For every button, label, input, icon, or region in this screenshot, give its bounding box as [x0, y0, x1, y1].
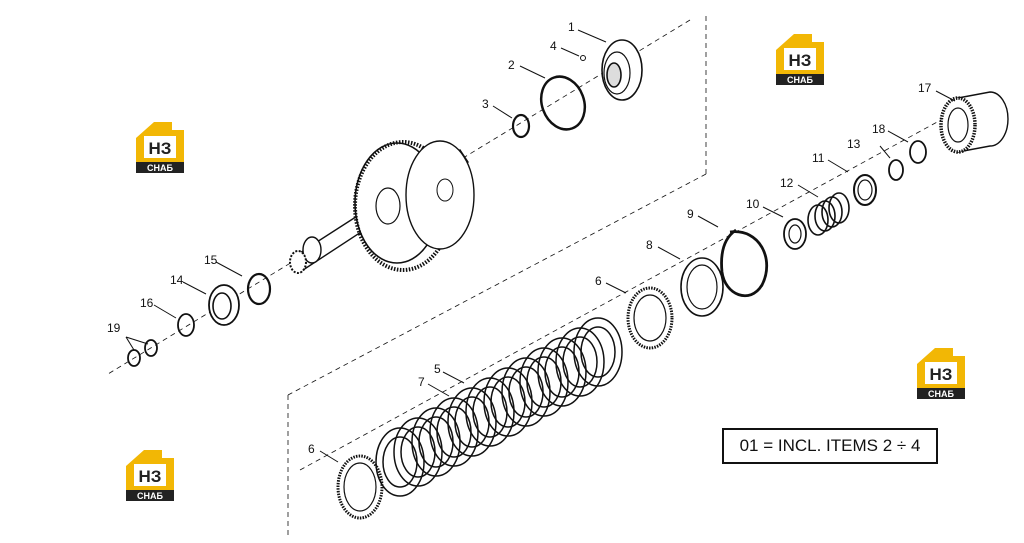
callout-8: 8 — [646, 238, 653, 252]
logo-top-text: НЗ — [930, 365, 953, 384]
note-box: 01 = INCL. ITEMS 2 ÷ 4 — [722, 428, 938, 464]
logo-bottom-text: СНАБ — [928, 389, 954, 399]
part-disc-6-upper — [626, 286, 674, 350]
part-washer-8 — [680, 257, 724, 317]
callout-5: 5 — [434, 362, 441, 376]
part-sleeve-17 — [939, 91, 1009, 154]
callout-15: 15 — [204, 253, 218, 267]
logo-top-text: НЗ — [139, 467, 162, 486]
part-bearing-14 — [208, 284, 240, 326]
watermark-logo: НЗ СНАБ — [772, 28, 830, 86]
watermark-logo: НЗ СНАБ — [132, 116, 190, 174]
leader-lines — [125, 29, 956, 463]
part-ring-16 — [177, 313, 195, 337]
callout-17: 17 — [918, 81, 932, 95]
logo-bottom-text: СНАБ — [147, 163, 173, 173]
part-gear-shaft — [289, 140, 475, 274]
callout-1: 1 — [568, 20, 575, 34]
part-bushing-10 — [783, 218, 807, 250]
part-ring-3 — [511, 113, 531, 139]
part-spring-12 — [807, 192, 850, 236]
part-ring-18 — [909, 140, 927, 164]
callout-labels: 1 4 2 3 15 14 16 19 5 7 6 6 8 9 10 12 11… — [107, 20, 932, 456]
callout-18: 18 — [872, 122, 886, 136]
callout-4: 4 — [550, 39, 557, 53]
logo-top-text: НЗ — [149, 139, 172, 158]
callout-11: 11 — [812, 151, 825, 165]
part-clutch-plates — [375, 317, 623, 497]
note-text: 01 = INCL. ITEMS 2 ÷ 4 — [739, 436, 921, 455]
callout-2: 2 — [508, 58, 515, 72]
callout-10: 10 — [746, 197, 760, 211]
part-ring-13 — [888, 159, 904, 181]
watermark-logo: НЗ СНАБ — [122, 444, 180, 502]
logo-top-text: НЗ — [789, 51, 812, 70]
logo-bottom-text: СНАБ — [787, 75, 813, 85]
logo-bottom-text: СНАБ — [137, 491, 163, 501]
part-ball-4 — [580, 55, 586, 61]
part-disc-6-lower — [336, 454, 384, 520]
part-washer-11 — [853, 174, 877, 206]
watermark-logo: НЗ СНАБ — [913, 342, 971, 400]
callout-12: 12 — [780, 176, 794, 190]
part-ring-15 — [246, 272, 272, 306]
callout-13: 13 — [847, 137, 861, 151]
callout-14: 14 — [170, 273, 184, 287]
callout-16: 16 — [140, 296, 154, 310]
callout-6-lower: 6 — [308, 442, 315, 456]
part-snapring-9 — [720, 228, 768, 298]
callout-3: 3 — [482, 97, 489, 111]
callout-19: 19 — [107, 321, 121, 335]
part-flange-1 — [601, 39, 643, 101]
callout-9: 9 — [687, 207, 694, 221]
part-oring-2 — [539, 75, 587, 131]
callout-7: 7 — [418, 375, 425, 389]
callout-6-upper: 6 — [595, 274, 602, 288]
